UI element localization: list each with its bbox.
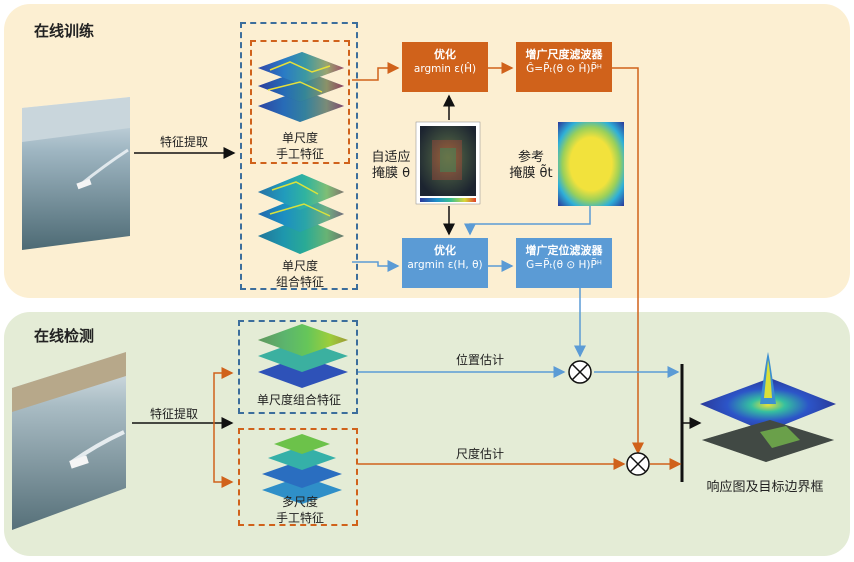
adaptive-mask-label: 自适应 掩膜 θ [371, 150, 411, 181]
training-feature-extract-label: 特征提取 [159, 135, 208, 149]
response-map-output [700, 352, 836, 462]
detection-multiscale-feature-group [238, 428, 358, 526]
detection-title: 在线检测 [34, 327, 95, 345]
training-title: 在线训练 [34, 22, 95, 40]
online-detection-panel [4, 312, 850, 556]
optimize-position-formula: argmin ε(H, θ) [407, 259, 483, 271]
optimize-scale-title: 优化 [434, 48, 456, 61]
handcrafted-feature-group [250, 40, 350, 164]
position-multiply-node [568, 360, 592, 384]
optimize-scale-formula: argmin ε(Ĥ) [413, 63, 477, 75]
position-filter-title: 增广定位滤波器 [525, 244, 603, 257]
scale-estimate-label: 尺度估计 [455, 447, 504, 461]
optimize-scale-box: 优化 argmin ε(Ĥ) [402, 42, 488, 92]
detection-input-image [12, 352, 126, 530]
reference-mask-image [558, 122, 624, 206]
detection-combined-feature-group [238, 320, 358, 414]
combined-feature-label: 单尺度 组合特征 [275, 259, 324, 289]
optimize-position-title: 优化 [434, 244, 456, 257]
reference-mask-label: 参考 掩膜 θ̃t [509, 150, 553, 181]
detection-multiscale-feature-label: 多尺度 手工特征 [275, 495, 324, 525]
detection-combined-feature-stack [258, 324, 348, 388]
scale-filter-title: 增广尺度滤波器 [525, 48, 603, 61]
detection-combined-feature-label: 单尺度组合特征 [256, 393, 341, 407]
scale-filter-formula: Ĝ=P̃ₜ(θ ⊙ Ĥ)P̃ᴴ [526, 63, 602, 75]
handcrafted-feature-label: 单尺度 手工特征 [275, 131, 324, 161]
position-filter-formula: G=P̃ₜ(θ ⊙ H)P̃ᴴ [526, 259, 602, 271]
detection-multiscale-feature-stack [262, 434, 342, 504]
handcrafted-feature-stack [258, 52, 344, 122]
scale-multiply-node [626, 452, 650, 476]
position-estimate-label: 位置估计 [455, 353, 504, 367]
scale-filter-box: 增广尺度滤波器 Ĝ=P̃ₜ(θ ⊙ Ĥ)P̃ᴴ [516, 42, 612, 92]
training-feature-group [240, 22, 358, 290]
training-input-image [22, 97, 130, 250]
position-filter-box: 增广定位滤波器 G=P̃ₜ(θ ⊙ H)P̃ᴴ [516, 238, 612, 288]
adaptive-mask-image [415, 121, 481, 205]
combined-feature-stack [258, 174, 344, 254]
output-label: 响应图及目标边界框 [706, 480, 824, 495]
detection-feature-extract-label: 特征提取 [149, 407, 198, 421]
optimize-position-box: 优化 argmin ε(H, θ) [402, 238, 488, 288]
